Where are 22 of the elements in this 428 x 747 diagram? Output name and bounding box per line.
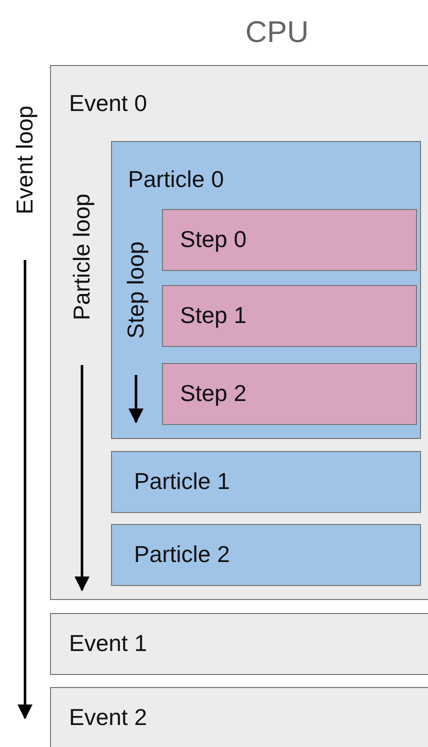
process-box <box>162 363 417 425</box>
title: CPU <box>245 16 309 50</box>
process-box <box>162 209 417 271</box>
box-label: Particle 2 <box>134 541 230 568</box>
container-box <box>111 141 421 439</box>
box-label: Step 1 <box>180 302 246 329</box>
process-box <box>111 451 421 513</box>
container-box <box>50 65 428 600</box>
process-box <box>50 613 428 675</box>
loop-label: Particle loop <box>68 194 96 320</box>
process-box <box>162 285 417 347</box>
loop-label: Step loop <box>122 241 150 339</box>
loop-label: Event loop <box>12 106 38 214</box>
box-label: Event 2 <box>69 704 147 731</box>
box-label: Particle 1 <box>134 468 230 495</box>
process-box <box>50 687 428 747</box>
process-box <box>111 524 421 586</box>
box-label: Step 0 <box>180 226 246 253</box>
box-label: Event 1 <box>69 630 147 657</box>
box-label: Event 0 <box>69 90 147 117</box>
box-label: Step 2 <box>180 380 246 407</box>
box-label: Particle 0 <box>128 166 224 193</box>
